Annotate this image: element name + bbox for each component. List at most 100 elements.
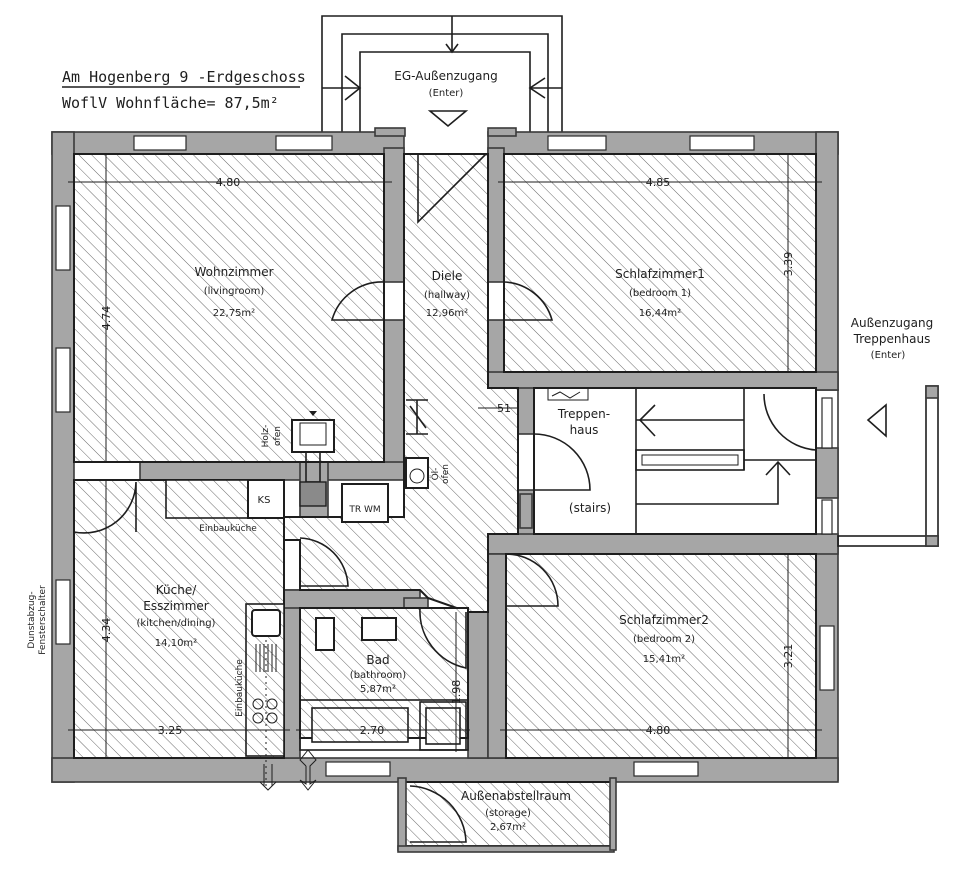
- living-english: (livingroom): [204, 286, 265, 297]
- door-front[interactable]: [417, 153, 488, 224]
- bedroom2-depth-dim: 3.21: [782, 644, 795, 669]
- room-floors: [73, 153, 817, 847]
- oil-stove-label-2: ofen: [441, 464, 451, 484]
- room-bathroom: Bad (bathroom) 5,87m²: [350, 653, 407, 695]
- fridge-icon: [247, 479, 285, 519]
- washbasin-icon: [361, 617, 397, 641]
- plan-title-block: Am Hogenberg 9 -Erdgeschoss WoflV Wohnfl…: [62, 68, 306, 112]
- storage-walls: [397, 777, 617, 853]
- stairwell-entrance: Außenzugang Treppenhaus (Enter): [837, 316, 939, 547]
- bedroom1-area: 16,44m²: [639, 308, 681, 319]
- bedroom2-english: (bedroom 2): [633, 634, 695, 645]
- room-labels: Wohnzimmer (livingroom) 22,75m² Diele (h…: [137, 265, 709, 833]
- fixtures: Holz- ofen Öl- ofen TR WM KS Einbauküche: [27, 399, 469, 791]
- window: [325, 761, 391, 777]
- hallway-area: 12,96m²: [426, 308, 468, 319]
- builtin-kitchen-label-top: Einbauküche: [199, 524, 257, 534]
- stove-burners-icon: [252, 698, 278, 724]
- stairs-label-line1: Treppen-: [557, 407, 610, 421]
- stairwell-entrance-note: (Enter): [871, 350, 906, 361]
- front-entrance-label: EG-Außenzugang: [394, 69, 497, 83]
- stairwell-entrance-label-1: Außenzugang: [851, 316, 933, 330]
- bathtub-icon: [311, 707, 409, 743]
- window: [633, 761, 699, 777]
- walls: [51, 127, 839, 783]
- kitchen-english: (kitchen/dining): [137, 618, 216, 629]
- front-entrance-note: (Enter): [429, 88, 464, 99]
- door-stairwell[interactable]: [533, 433, 591, 491]
- bedroom1-name: Schlafzimmer1: [615, 267, 705, 281]
- storage-name: Außenabstellraum: [461, 789, 571, 803]
- drainer-icon: [255, 644, 277, 672]
- door-living[interactable]: [330, 281, 385, 321]
- window: [689, 135, 755, 151]
- bathroom-width-dim: 2.70: [360, 724, 385, 737]
- stairs-label-line2: haus: [570, 423, 599, 437]
- plan-title: Am Hogenberg 9 -Erdgeschoss: [62, 68, 306, 86]
- room-living: Wohnzimmer (livingroom) 22,75m²: [194, 265, 273, 319]
- wall-offset-dim: 51: [497, 402, 511, 415]
- door-kitchen-outer[interactable]: [73, 481, 137, 534]
- door-stairwell-outer[interactable]: [763, 393, 817, 451]
- wood-stove-label-1: Holz-: [261, 425, 271, 448]
- door-bedroom1[interactable]: [503, 281, 554, 321]
- door-storage[interactable]: [409, 785, 467, 843]
- fridge-label: KS: [258, 495, 271, 506]
- bedroom2-name: Schlafzimmer2: [619, 613, 709, 627]
- enter-arrow-icon: [866, 403, 887, 438]
- door-bedroom2[interactable]: [505, 553, 559, 607]
- hallway-english: (hallway): [424, 290, 470, 301]
- living-area-total: WoflV Wohnfläche= 87,5m²: [62, 94, 279, 112]
- living-area: 22,75m²: [213, 308, 255, 319]
- bathroom-area: 5,87m²: [360, 684, 396, 695]
- kitchen-name-1: Küche/: [156, 583, 197, 597]
- room-storage: Außenabstellraum (storage) 2,67m²: [461, 789, 571, 833]
- bedroom1-english: (bedroom 1): [629, 288, 691, 299]
- doors: [73, 153, 817, 843]
- toilet-icon: [315, 617, 335, 651]
- living-width-dim: 4.80: [216, 176, 241, 189]
- bathroom-name: Bad: [366, 653, 389, 667]
- front-entrance: EG-Außenzugang (Enter): [321, 15, 563, 132]
- bedroom2-width-dim: 4.80: [646, 724, 671, 737]
- window: [819, 625, 835, 691]
- stairwell-floor: [533, 387, 817, 535]
- exhaust-note-2: Fensterschalter: [38, 585, 48, 655]
- hallway-name: Diele: [432, 269, 463, 283]
- bathroom-english: (bathroom): [350, 670, 407, 681]
- window: [275, 135, 333, 151]
- living-depth-dim: 4.74: [100, 306, 113, 331]
- window: [55, 579, 71, 645]
- room-kitchen: Küche/ Esszimmer (kitchen/dining) 14,10m…: [137, 583, 216, 649]
- storage-area: 2,67m²: [490, 822, 526, 833]
- builtin-kitchen-label-side: Einbauküche: [235, 659, 245, 717]
- window: [55, 347, 71, 413]
- shower-icon: [425, 707, 461, 745]
- sink-icon: [251, 609, 281, 637]
- enter-arrow-icon: [427, 110, 469, 128]
- window: [55, 205, 71, 271]
- kitchen-width-dim: 3.25: [158, 724, 183, 737]
- hallway-floor: [283, 153, 519, 613]
- bedroom2-floor: [505, 553, 817, 759]
- wood-stove-icon: [291, 419, 335, 453]
- room-hallway: Diele (hallway) 12,96m²: [424, 269, 470, 319]
- window: [133, 135, 187, 151]
- window: [547, 135, 607, 151]
- stairwell-entrance-label-2: Treppenhaus: [853, 332, 931, 346]
- kitchen-depth-dim: 4.34: [100, 618, 113, 643]
- door-bathroom[interactable]: [419, 607, 467, 669]
- bedroom2-area: 15,41m²: [643, 654, 685, 665]
- bedroom1-width-dim: 4.85: [646, 176, 671, 189]
- exhaust-note-1: Dunstabzug-: [27, 591, 37, 648]
- kitchen-name-2: Esszimmer: [143, 599, 208, 613]
- room-bedroom2: Schlafzimmer2 (bedroom 2) 15,41m²: [619, 613, 709, 665]
- dryer-washer-label: TR WM: [348, 505, 380, 515]
- storage-english: (storage): [485, 808, 531, 819]
- storage-floor: [403, 781, 613, 847]
- window: [821, 499, 833, 535]
- bedroom1-depth-dim: 3.39: [782, 252, 795, 277]
- living-room-floor: [73, 153, 385, 463]
- door-kitchen[interactable]: [299, 537, 349, 587]
